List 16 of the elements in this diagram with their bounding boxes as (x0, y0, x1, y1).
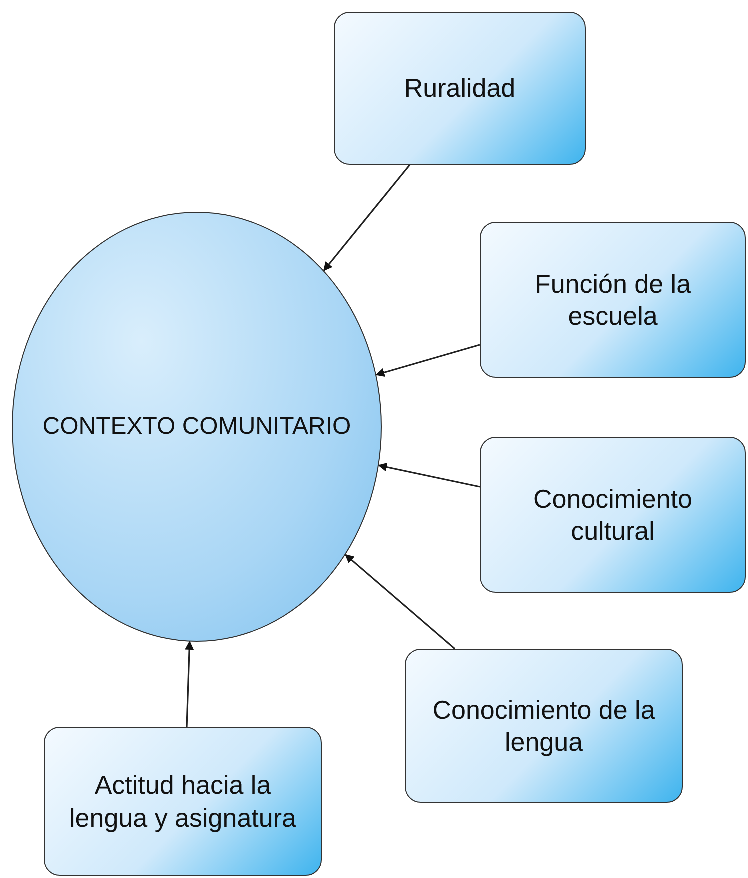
concept-box (405, 649, 683, 803)
concept-box (480, 222, 746, 378)
node-label: Conocimiento de la lengua (432, 694, 656, 758)
node-label: Actitud hacia la lengua y asignatura (68, 769, 298, 834)
node-label: CONTEXTO COMUNITARIO (42, 412, 352, 442)
arrow (378, 462, 480, 488)
concept-box (480, 437, 746, 593)
concept-box (44, 727, 322, 876)
node-label: Función de la escuela (534, 268, 692, 332)
arrow (323, 164, 411, 272)
arrow (185, 640, 194, 728)
concept-box (334, 12, 586, 165)
node-label: Ruralidad (403, 72, 517, 105)
arrow (376, 344, 480, 378)
node-label: Conocimiento cultural (532, 482, 694, 548)
arrow (345, 554, 456, 650)
